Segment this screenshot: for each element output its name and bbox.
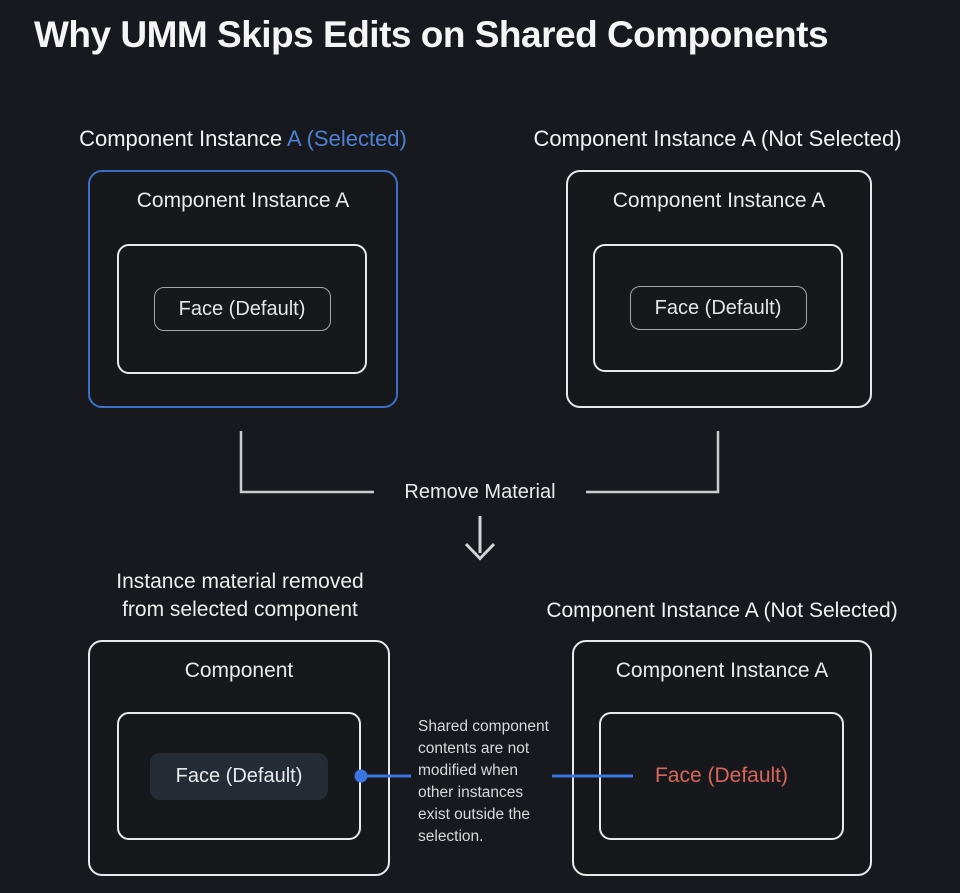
bottom-left-inner-box: Face (Default) <box>117 712 361 840</box>
top-left-face-pill: Face (Default) <box>153 287 331 331</box>
bottom-right-component-instance-box: Component Instance A Face (Default) <box>572 640 872 876</box>
bottom-left-component-box: Component Face (Default) <box>88 640 390 876</box>
top-right-face-pill: Face (Default) <box>629 286 807 330</box>
top-right-inner-box: Face (Default) <box>593 244 843 372</box>
top-left-heading-selected-text: A (Selected) <box>287 126 407 151</box>
top-left-heading: Component Instance A (Selected) <box>48 127 438 151</box>
bottom-right-box-label: Component Instance A <box>615 659 829 682</box>
down-arrow-head-icon <box>464 542 496 561</box>
shared-component-annotation: Shared component contents are not modifi… <box>418 718 549 845</box>
top-right-heading: Component Instance A (Not Selected) <box>533 126 902 151</box>
bottom-right-heading: Component Instance A (Not Selected) <box>546 599 898 622</box>
top-right-box-label: Component Instance A <box>612 189 826 212</box>
bottom-left-box-label: Component <box>184 659 294 682</box>
connector-left-elbow-line <box>239 431 374 494</box>
bottom-left-face-pill: Face (Default) <box>150 752 328 800</box>
top-left-component-instance-box: Component Instance A Face (Default) <box>88 170 398 408</box>
bottom-left-heading: Instance material removed from selected … <box>116 570 364 621</box>
connector-right-elbow-line <box>586 431 720 494</box>
top-left-inner-box: Face (Default) <box>117 244 367 374</box>
page-title: Why UMM Skips Edits on Shared Components <box>34 14 829 55</box>
bottom-right-face-label-removed: Face (Default) <box>654 764 789 787</box>
bottom-right-inner-box: Face (Default) <box>599 712 844 840</box>
top-right-component-instance-box: Component Instance A Face (Default) <box>566 170 872 408</box>
top-left-box-label: Component Instance A <box>136 189 350 212</box>
remove-material-label: Remove Material <box>404 481 556 503</box>
top-left-heading-text: Component Instance <box>79 126 288 151</box>
